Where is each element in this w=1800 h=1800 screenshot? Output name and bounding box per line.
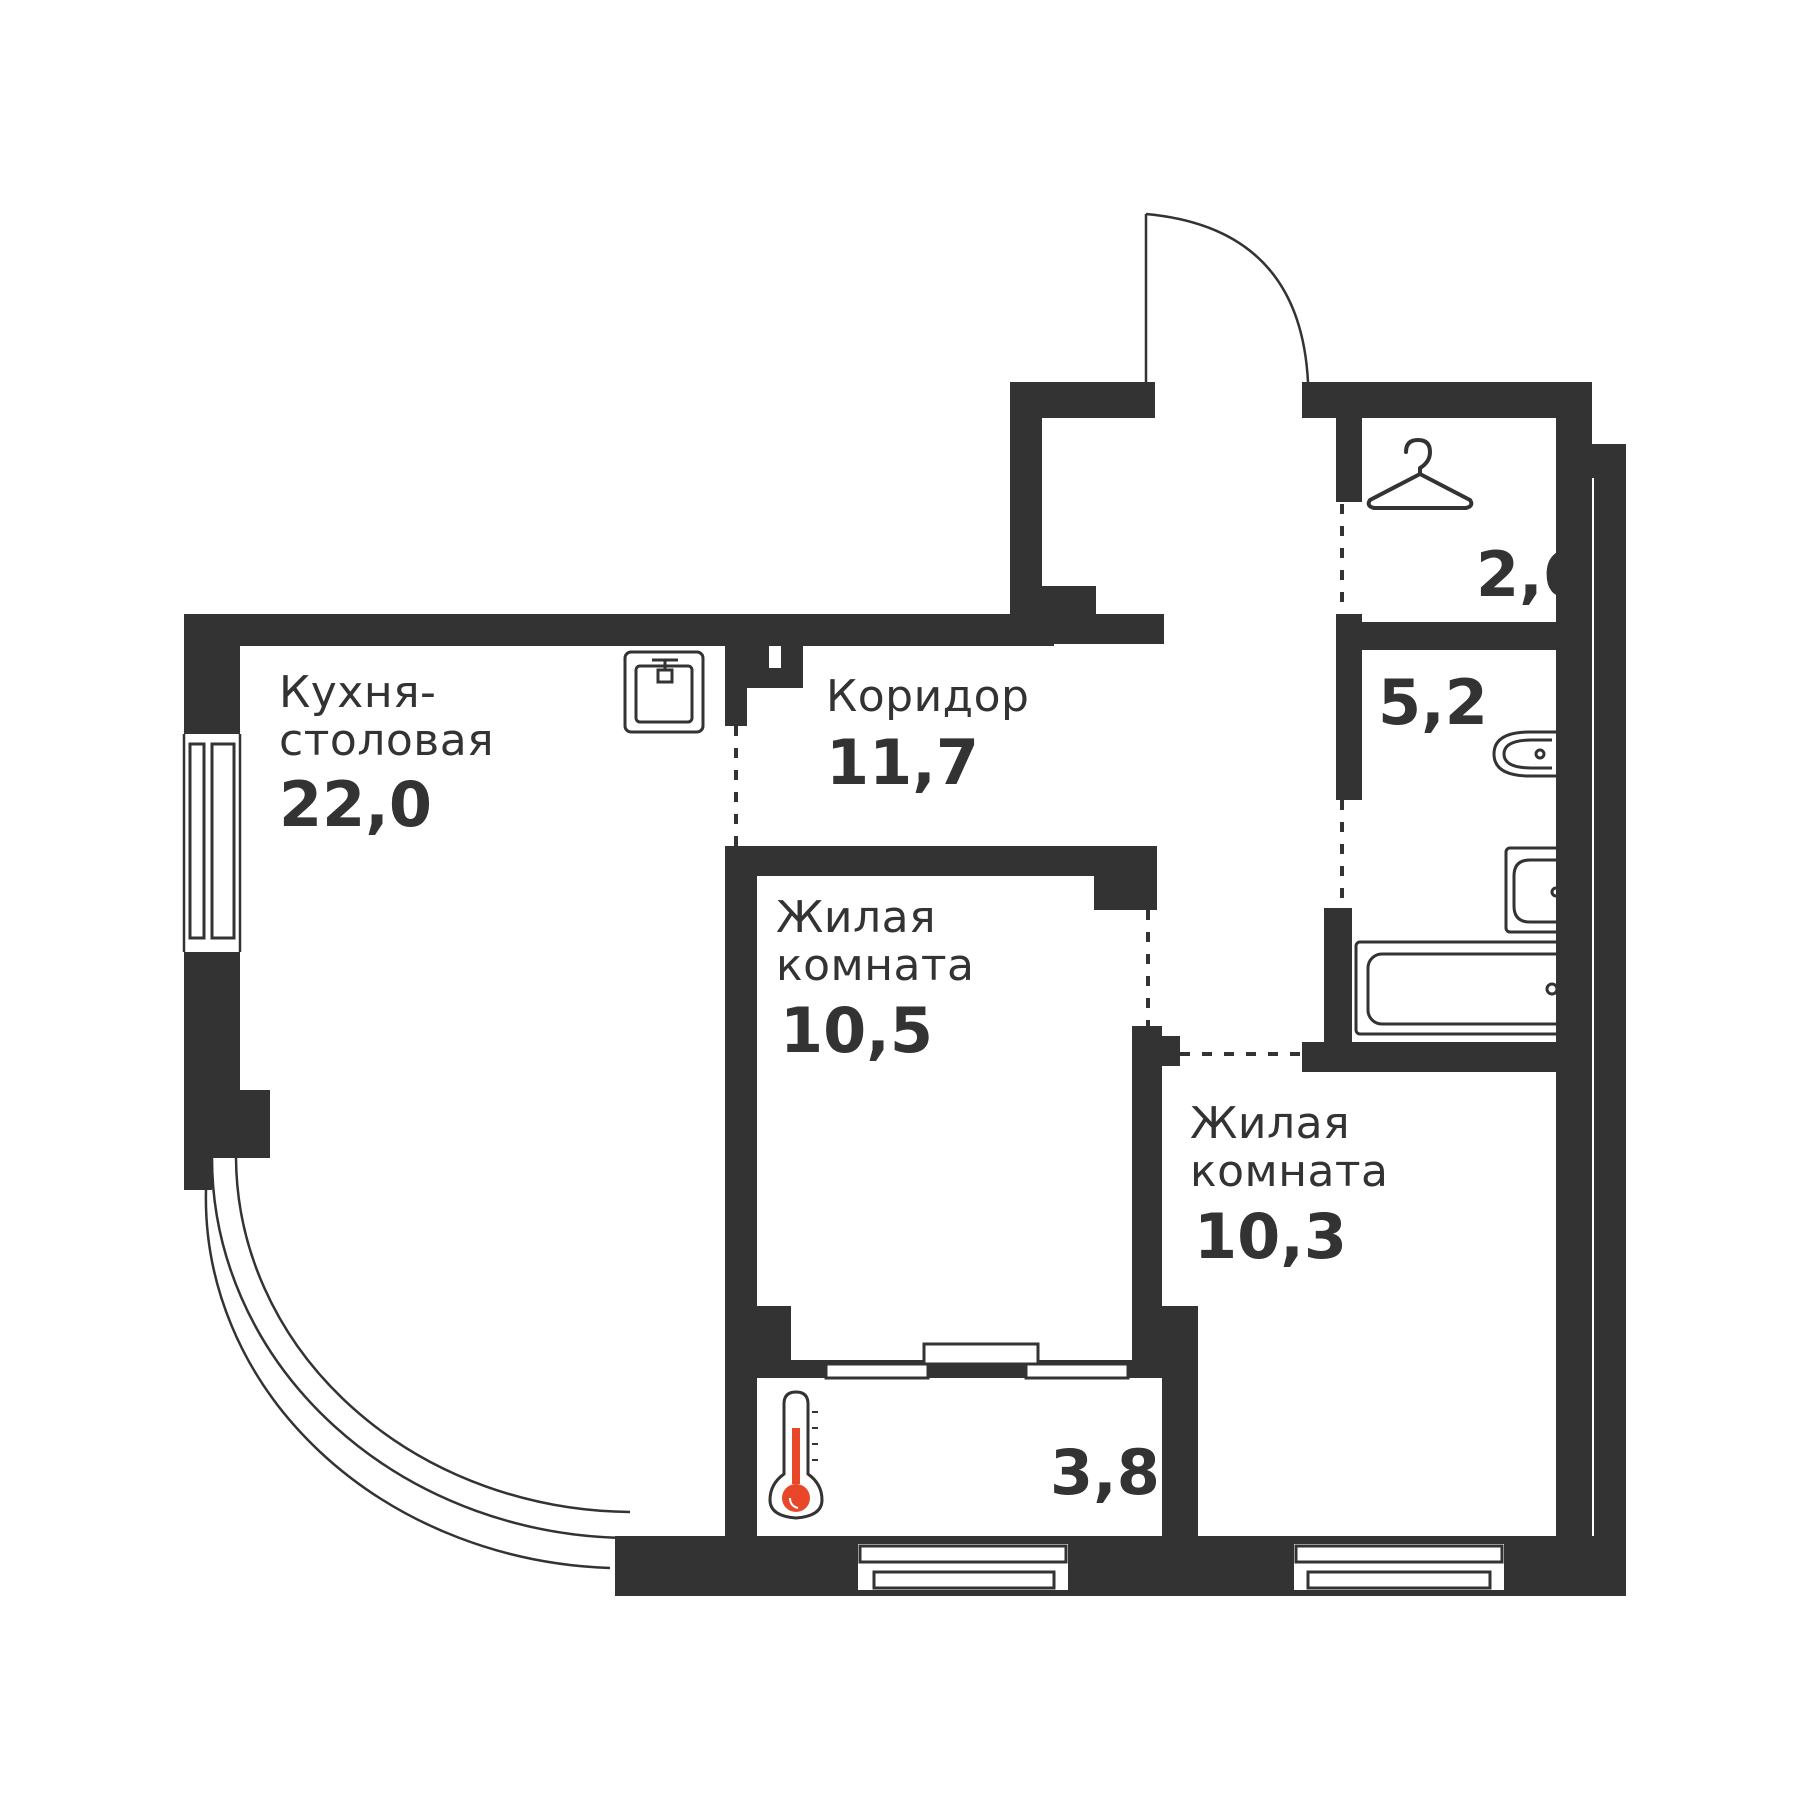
kitchen-sink-icon [623,650,705,734]
living1-name-line1: Жилая [776,892,937,943]
entrance-door [1144,212,1310,383]
bathroom-area: 5,2 [1378,666,1488,739]
living2-area: 10,3 [1194,1200,1347,1273]
living2-name-line2: комната [1190,1146,1389,1197]
dashed-openings [734,504,1344,1056]
hanger-icon [1366,438,1474,510]
sink-icon [1504,846,1582,934]
living2-name-line1: Жилая [1190,1098,1351,1149]
kitchen-name-line2: столовая [279,715,495,766]
toilet-icon [1492,722,1586,784]
thermometer-icon [768,1390,824,1520]
windows [182,734,1504,1590]
balcony-area: 3,8 [1050,1436,1160,1509]
bay-window [204,1157,639,1596]
corridor-area: 11,7 [826,726,979,799]
living1-area: 10,5 [780,994,933,1067]
kitchen-area: 22,0 [279,768,432,841]
living1-name-line2: комната [776,940,975,991]
wardrobe-area: 2,6 [1476,538,1586,611]
bathtub-icon [1354,940,1584,1036]
kitchen-name-line1: Кухня- [279,667,437,718]
corridor-name: Коридор [826,671,1030,722]
